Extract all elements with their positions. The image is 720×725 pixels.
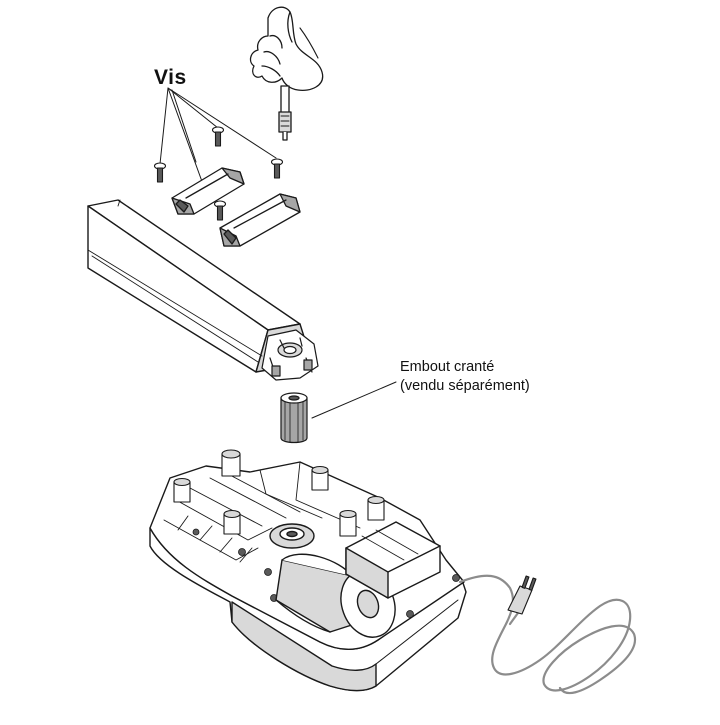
power-plug	[507, 575, 537, 615]
sprocket-icon	[280, 392, 308, 444]
bracket-left	[171, 167, 245, 215]
rail-end-clip	[261, 329, 319, 381]
rail-icon	[87, 199, 319, 381]
screw-1	[153, 162, 167, 183]
screws-leader-lines	[159, 87, 277, 199]
screw-4	[213, 200, 227, 221]
sprocket-label-line2: (vendu séparément)	[400, 378, 530, 394]
screw-icon	[153, 126, 284, 221]
sprocket-label: Embout cranté (vendu séparément)	[400, 358, 530, 396]
power-cord-icon	[458, 574, 637, 695]
bracket-right	[219, 193, 301, 247]
sprocket-leader-line	[311, 381, 397, 419]
rail-bracket-icon	[171, 167, 301, 247]
hand-screwdriver-icon	[249, 6, 324, 141]
screw-3	[270, 158, 284, 179]
sprocket-label-line1: Embout cranté	[400, 359, 495, 375]
screws-label: Vis	[154, 66, 187, 89]
motor-unit-icon	[149, 449, 467, 692]
screw-2	[211, 126, 225, 147]
